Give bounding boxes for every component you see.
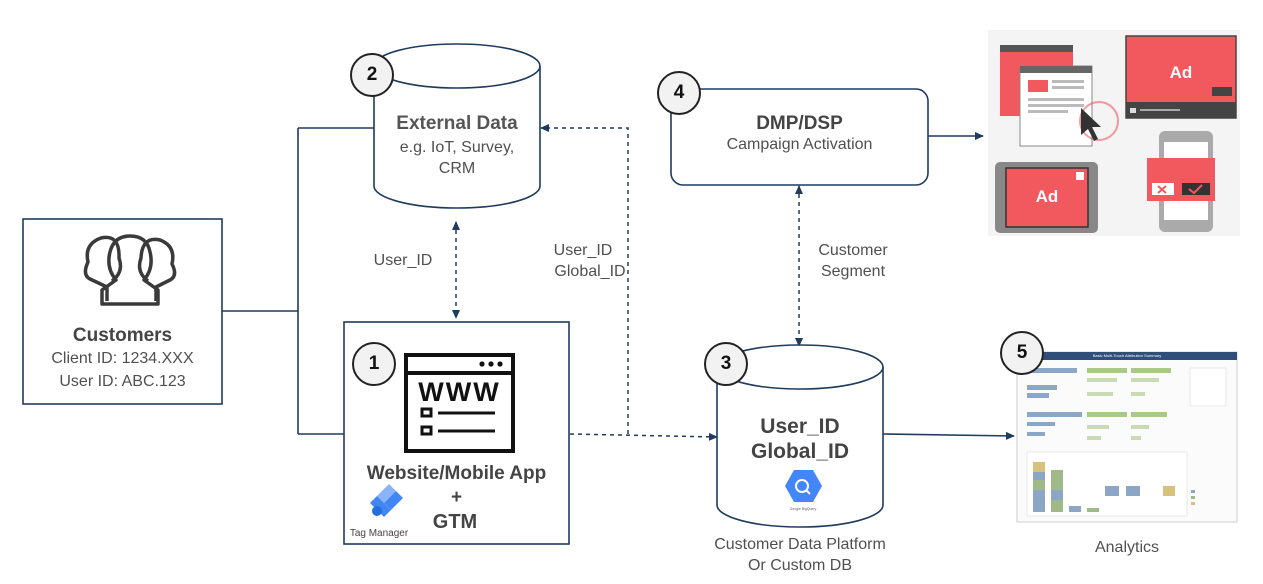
cdp-user-id: User_ID <box>760 415 840 438</box>
step-badge-2: 2 <box>350 53 394 97</box>
ad-label-tablet: Ad <box>1035 187 1059 206</box>
cursor-icon <box>1081 108 1101 141</box>
step-badge-1: 1 <box>352 342 396 386</box>
analytics-dashboard <box>1016 351 1238 523</box>
dmp-subtitle: Campaign Activation <box>726 136 873 153</box>
global-id-dashed-arrow <box>540 124 629 434</box>
edge-label-global-1: User_ID <box>553 242 613 259</box>
dashboard-title: Basic Multi-Touch Attribution Summary <box>1092 353 1162 358</box>
customers-title: Customers <box>72 325 173 346</box>
customers-user-id: User ID: ABC.123 <box>59 373 186 390</box>
customers-trunk-line <box>222 127 374 435</box>
cdp-to-analytics-arrow <box>882 431 1015 440</box>
users-icon <box>83 234 177 306</box>
external-data-line1: e.g. IoT, Survey, <box>399 139 515 156</box>
customers-client-id: Client ID: 1234.XXX <box>51 350 194 367</box>
www-browser-icon <box>404 353 515 453</box>
analytics-caption: Analytics <box>1094 539 1160 556</box>
step-badge-5: 5 <box>1000 331 1044 375</box>
website-plus: + <box>450 487 463 508</box>
cdp-caption-1: Customer Data Platform <box>714 536 886 553</box>
dmp-box <box>670 88 929 186</box>
customers-box <box>22 218 223 405</box>
website-title: Website/Mobile App <box>366 463 547 484</box>
cdp-caption-2: Or Custom DB <box>747 557 852 574</box>
tag-manager-label: Tag Manager <box>349 528 409 539</box>
edge-label-user-id: User_ID <box>373 252 433 269</box>
svg-text:Google BigQuery: Google BigQuery <box>790 507 817 511</box>
external-data-cylinder <box>373 43 541 209</box>
connectors-dashed <box>452 124 803 441</box>
bigquery-icon: Google BigQuery <box>785 470 822 511</box>
ads-illustration <box>988 30 1240 236</box>
edge-label-global-2: Global_ID <box>554 263 626 280</box>
cdp-cylinder <box>716 344 884 528</box>
external-data-line2: CRM <box>438 160 476 177</box>
edge-label-segment-2: Segment <box>820 263 886 280</box>
external-data-title: External Data <box>396 113 518 134</box>
edge-label-segment-1: Customer <box>818 242 888 259</box>
website-to-cdp-dashed-arrow <box>569 432 718 441</box>
www-icon-text: WWW <box>418 377 501 407</box>
dmp-title: DMP/DSP <box>756 113 843 134</box>
step-badge-4: 4 <box>657 71 701 115</box>
ad-label-video: Ad <box>1169 63 1193 82</box>
step-badge-3: 3 <box>704 342 748 386</box>
website-gtm: GTM <box>432 511 478 533</box>
tag-manager-icon <box>370 484 403 517</box>
cdp-global-id: Global_ID <box>750 440 850 463</box>
connectors-solid <box>222 127 1015 440</box>
browser-dots-icon <box>479 361 503 367</box>
